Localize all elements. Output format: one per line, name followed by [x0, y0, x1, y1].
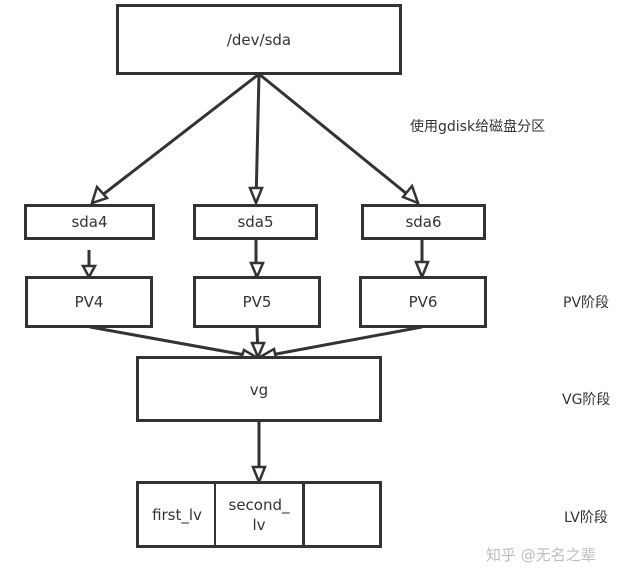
lv-node-first-lv: first_lv: [152, 505, 202, 524]
disk-node: /dev/sda: [116, 4, 402, 75]
lv-node-empty: [305, 484, 379, 545]
pv-node-pv4: PV4: [25, 276, 153, 328]
arrowhead-sda5: [248, 186, 264, 207]
partition-node-sda6: sda6: [361, 204, 486, 240]
arrowhead-pv6: [414, 260, 430, 281]
partition-node-sda5: sda5: [193, 204, 318, 240]
arrow-disk-to-sda6: [258, 72, 419, 205]
arrowhead-pv4: [80, 264, 98, 280]
pv-node-pv5: PV5: [193, 276, 321, 328]
arrowhead-sda4: [90, 184, 110, 205]
lv-divider-2: [302, 484, 305, 545]
vg-stage-label: VG阶段: [562, 392, 611, 408]
arrow-pv6-to-vg: [259, 325, 423, 359]
pv-stage-label: PV阶段: [563, 295, 610, 311]
watermark: 知乎 @无名之辈: [486, 546, 596, 564]
vg-node: vg: [136, 356, 382, 422]
arrowhead-vg-middle: [250, 341, 266, 361]
arrowhead-lv: [251, 465, 267, 486]
arrow-disk-to-sda4: [91, 72, 260, 205]
arrow-disk-to-sda5: [254, 73, 261, 204]
lv-divider-1: [214, 484, 216, 545]
arrowhead-pv5: [249, 261, 265, 281]
arrow-pv4-to-vg: [89, 325, 257, 359]
pv-node-pv6: PV6: [359, 276, 487, 328]
lv-stage-label: LV阶段: [564, 510, 608, 526]
lv-node-second-lv: second_ lv: [228, 495, 290, 534]
lv-container: [136, 481, 382, 548]
arrowhead-sda6: [400, 183, 421, 206]
partition-note: 使用gdisk给磁盘分区: [410, 119, 546, 135]
partition-node-sda4: sda4: [24, 204, 155, 240]
